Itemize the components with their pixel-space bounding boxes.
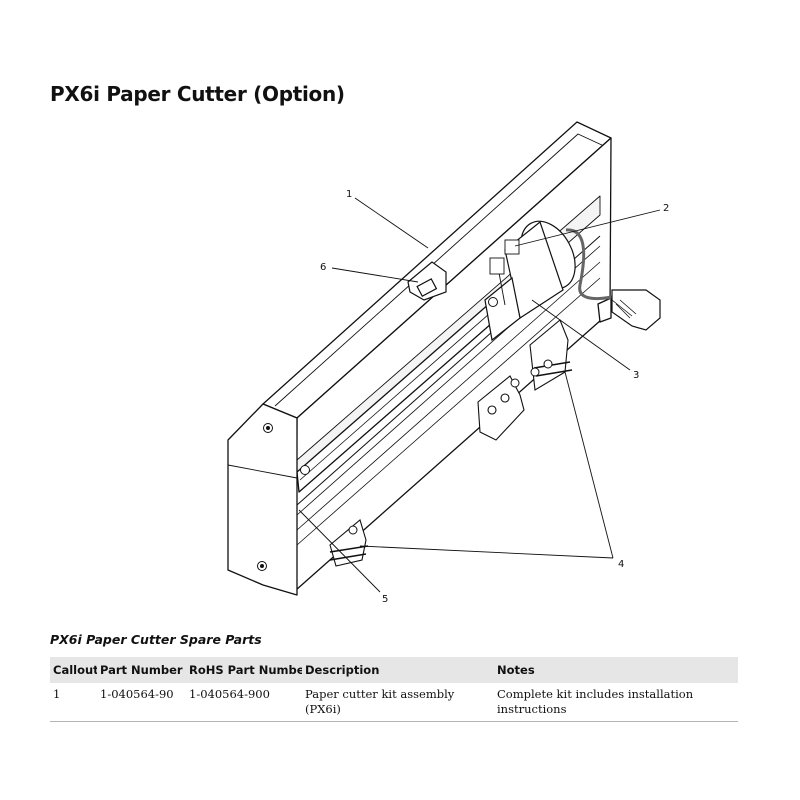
screws <box>257 297 553 571</box>
paper-cutter-diagram: 1 2 3 4 5 6 <box>227 121 669 605</box>
spare-parts-table: Callout Part Number RoHS Part Number Des… <box>50 657 738 722</box>
callout-2: 2 <box>663 203 669 214</box>
callout-3: 3 <box>633 370 639 381</box>
motor-cable <box>565 228 613 300</box>
cable-connector <box>611 289 661 331</box>
spare-parts-title: PX6i Paper Cutter Spare Parts <box>50 632 262 647</box>
cell-description: Paper cutter kit assembly (PX6i) <box>302 683 494 722</box>
bracket-middle <box>477 375 525 441</box>
column-header-rohs-part-number: RoHS Part Number <box>186 657 302 683</box>
leader-lines <box>298 197 661 593</box>
table-row: 1 1-040564-90 1-040564-900 Paper cutter … <box>50 683 738 722</box>
cell-rohs-part-number: 1-040564-900 <box>186 683 302 722</box>
left-side-plate <box>227 403 298 596</box>
column-header-notes: Notes <box>494 657 738 683</box>
table-header-row: Callout Part Number RoHS Part Number Des… <box>50 657 738 683</box>
callout-5: 5 <box>382 594 388 605</box>
bracket-right <box>529 319 573 391</box>
latch <box>407 261 447 301</box>
page-title: PX6i Paper Cutter (Option) <box>50 82 345 106</box>
callout-6: 6 <box>320 262 326 273</box>
callout-1: 1 <box>346 189 352 200</box>
cell-part-number: 1-040564-90 <box>97 683 186 722</box>
cutter-motor <box>484 220 576 342</box>
callout-4: 4 <box>618 559 624 570</box>
cell-callout: 1 <box>50 683 97 722</box>
column-header-description: Description <box>302 657 494 683</box>
column-header-part-number: Part Number <box>97 657 186 683</box>
right-end-cap <box>597 297 612 323</box>
column-header-callout: Callout <box>50 657 97 683</box>
cell-notes: Complete kit includes installation instr… <box>494 683 738 722</box>
